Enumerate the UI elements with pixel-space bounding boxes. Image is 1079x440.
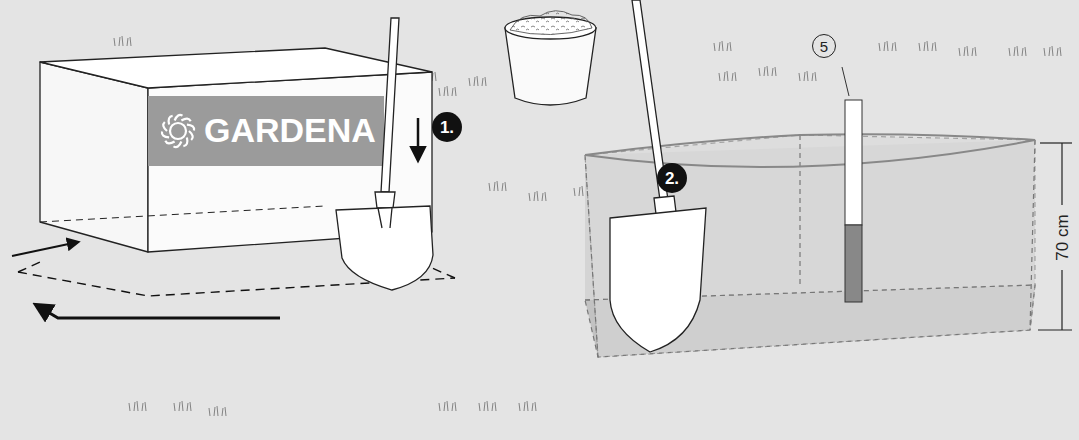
grass-tuft [959, 46, 976, 56]
grass-tuft [489, 181, 506, 191]
logo-ray [187, 125, 194, 131]
grass-tuft [439, 401, 456, 411]
logo-ray [162, 131, 169, 137]
logo-ray [165, 141, 174, 144]
step-number: 1. [432, 112, 462, 142]
grass-tuft [129, 401, 146, 411]
grass-tuft [1009, 46, 1026, 56]
grass-tuft [919, 41, 936, 51]
grass-tuft [759, 66, 776, 76]
gardena-logo [162, 115, 194, 147]
logo-ray [169, 116, 173, 125]
grass-tuft [714, 41, 731, 51]
logo-ray [189, 131, 193, 140]
bucket [505, 11, 596, 105]
grass-tuft [879, 41, 896, 51]
dimension-line [1038, 143, 1072, 330]
pit [585, 134, 1035, 357]
brand-name: GARDENA [204, 113, 376, 147]
grass-tufts [114, 36, 1061, 416]
grass-tuft [529, 191, 546, 201]
grass-tuft [209, 406, 226, 416]
logo-ray [181, 119, 190, 122]
grass-tuft [439, 86, 456, 96]
spade [336, 18, 433, 290]
grass-tuft [479, 401, 496, 411]
grass-tuft [1044, 46, 1061, 56]
spade [610, 0, 706, 352]
logo-ray [183, 137, 187, 146]
grass-tuft [519, 401, 536, 411]
logo-ray [163, 122, 167, 131]
grass-tuft [719, 71, 736, 81]
grass-tuft [799, 71, 816, 81]
callout-number: 5 [812, 34, 836, 58]
dimension-label: 70 cm [1053, 214, 1070, 260]
depth-gauge [842, 67, 862, 302]
grass-tuft [174, 401, 191, 411]
step-number: 2. [657, 163, 687, 193]
grass-tuft [469, 76, 486, 86]
grass-tuft [114, 36, 131, 46]
logo-circle [170, 123, 186, 139]
